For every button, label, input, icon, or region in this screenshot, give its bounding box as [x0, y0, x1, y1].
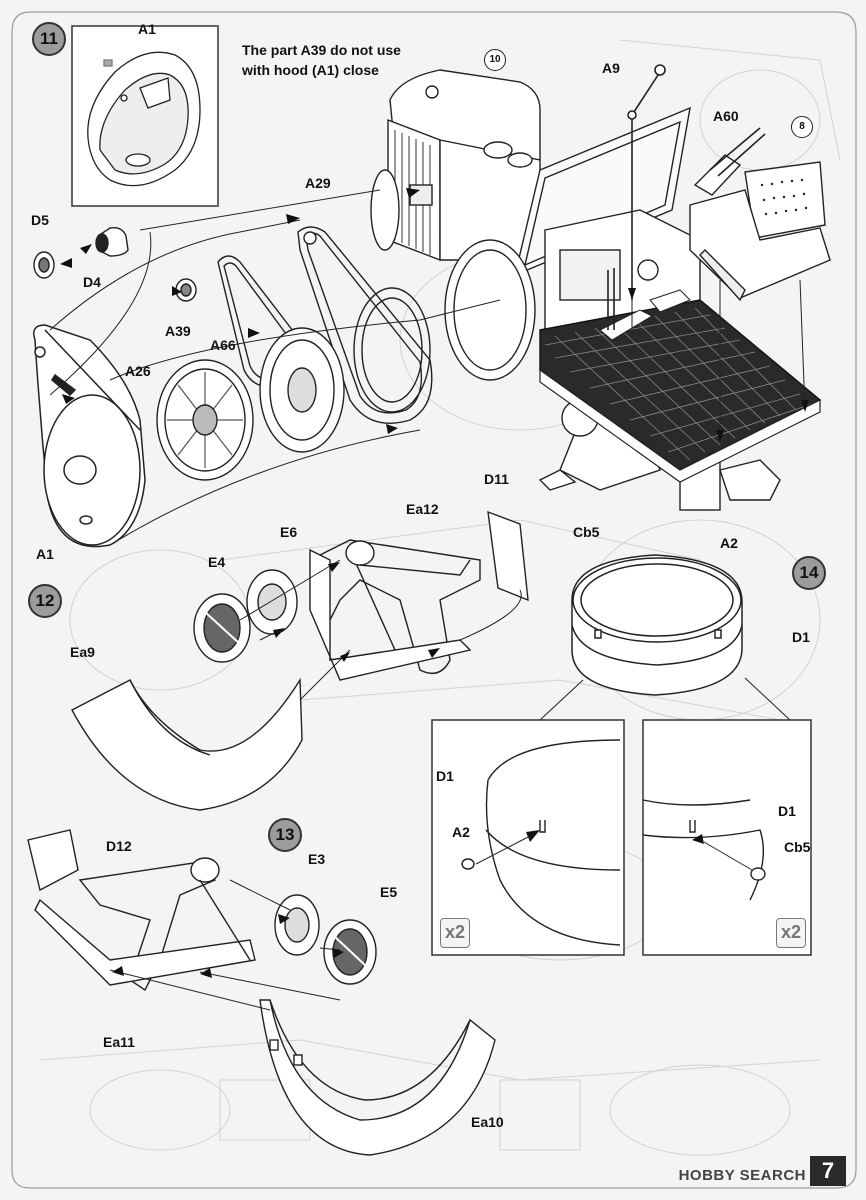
- part-label-d11: D11: [484, 471, 509, 487]
- part-label-a9: A9: [602, 60, 620, 76]
- guide-lines: [49, 189, 806, 546]
- sub-assembly-10-badge: 10: [484, 49, 506, 71]
- levers: [607, 64, 766, 330]
- part-label-e4: E4: [208, 554, 226, 570]
- step-14-badge: 14: [792, 556, 826, 590]
- arrows: [60, 188, 809, 442]
- part-label-ea9: Ea9: [70, 644, 95, 660]
- part-label-a2-left: A2: [452, 824, 470, 840]
- part-label-e6: E6: [280, 524, 298, 540]
- part-label-ea10: Ea10: [471, 1114, 504, 1130]
- detail-wheel-right: [642, 799, 766, 901]
- step-11-badge: 11: [32, 22, 66, 56]
- page-border: [11, 11, 857, 1189]
- step-13-badge: 13: [268, 818, 302, 852]
- part-label-a26: A26: [125, 363, 151, 379]
- part-label-d12: D12: [106, 838, 132, 854]
- watermark: HOBBY SEARCH: [678, 1167, 806, 1184]
- step13-guides: [109, 879, 341, 1011]
- floor-plate: [539, 289, 822, 483]
- quantity-x2-right: x2: [776, 918, 806, 948]
- hood-cover: [33, 324, 146, 548]
- step14-wheel: [571, 554, 743, 696]
- part-label-a39: A39: [165, 323, 191, 339]
- part-label-ea12: Ea12: [406, 501, 439, 517]
- part-label-d1-left: D1: [436, 768, 454, 784]
- part-label-d1-top: D1: [792, 629, 810, 645]
- assembly-note-line-1: The part A39 do not use: [242, 42, 401, 58]
- part-label-d1-right: D1: [778, 803, 796, 819]
- part-label-cb5-top: Cb5: [573, 524, 600, 540]
- part-label-d5: D5: [31, 212, 49, 228]
- page-number: 7: [810, 1156, 846, 1186]
- part-label-a66: A66: [210, 337, 236, 353]
- part-label-a1-bottom: A1: [36, 546, 54, 562]
- part-label-ea11: Ea11: [103, 1034, 135, 1050]
- sub-assembly-8-badge: 8: [791, 116, 813, 138]
- step13-parts: [27, 829, 496, 1156]
- part-label-e3: E3: [308, 851, 326, 867]
- part-label-cb5-right: Cb5: [784, 839, 811, 855]
- hood-detail: [87, 51, 201, 187]
- part-label-a29: A29: [305, 175, 331, 191]
- belt-parts: [33, 226, 433, 481]
- part-label-a60: A60: [713, 108, 739, 124]
- step-12-badge: 12: [28, 584, 62, 618]
- detail-wheel-left: [461, 739, 621, 946]
- assembly-note-line-2: with hood (A1) close: [242, 62, 379, 78]
- seat-assembly: [689, 154, 831, 302]
- quantity-x2-left: x2: [440, 918, 470, 948]
- part-label-d4: D4: [83, 274, 101, 290]
- part-label-e5: E5: [380, 884, 398, 900]
- assembly-note: The part A39 do not use with hood (A1) c…: [242, 40, 401, 80]
- step12-parts: [71, 510, 529, 811]
- part-label-a2-top: A2: [720, 535, 738, 551]
- part-label-a1-inset: A1: [138, 21, 156, 37]
